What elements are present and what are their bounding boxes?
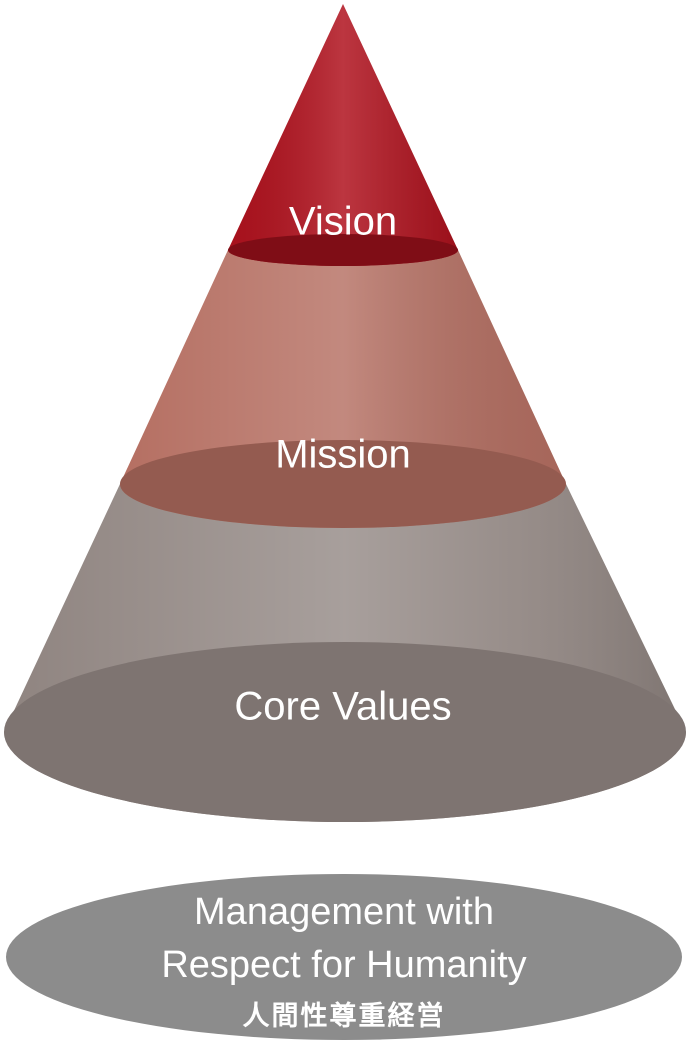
vision-shading xyxy=(228,4,458,266)
mission-top-ellipse xyxy=(120,440,566,528)
tier-core-values xyxy=(4,484,686,822)
base-title-japanese: 人間性尊重経営 xyxy=(243,1000,446,1031)
vision-label: Vision xyxy=(289,200,397,244)
core-values-label: Core Values xyxy=(234,685,451,729)
tier-mission xyxy=(120,250,566,528)
base-ellipse xyxy=(6,874,682,1040)
vision-top-ellipse xyxy=(228,234,458,266)
base-title-line2: Respect for Humanity xyxy=(161,944,526,986)
mission-label: Mission xyxy=(275,433,411,477)
tier-vision xyxy=(228,4,458,266)
base-foundation: Management with Respect for Humanity 人間性… xyxy=(6,874,682,1040)
core-values-top-ellipse xyxy=(4,642,686,822)
base-title-line1: Management with xyxy=(194,891,494,933)
